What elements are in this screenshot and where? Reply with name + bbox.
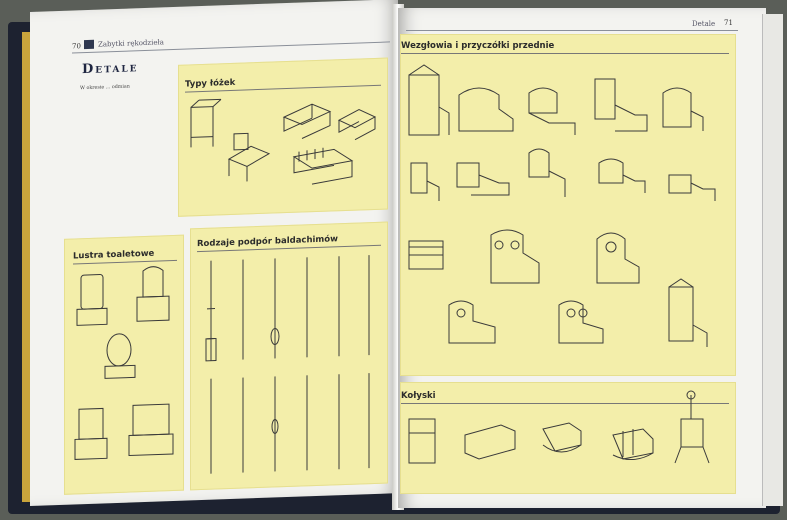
left-running-head: Zabytki rękodzieła — [98, 38, 164, 49]
intro-text: W okresie ... odmian — [80, 84, 130, 92]
left-page-number: 70 — [72, 42, 81, 51]
cradle-illustrations — [408, 390, 710, 464]
panel-headboards: Wezgłowia i przyczółki przednie — [400, 34, 736, 376]
right-page-number: 71 — [724, 19, 733, 27]
book-icon — [84, 39, 94, 50]
mirror-illustrations — [74, 266, 174, 460]
right-page: Detale 71 Wezgłowia i przyczółki przedni… — [398, 8, 766, 508]
panel-title-cradles: Kołyski — [401, 391, 436, 401]
panel-title-headboards: Wezgłowia i przyczółki przednie — [401, 41, 555, 51]
post-illustrations — [205, 255, 370, 474]
right-header-rule — [406, 30, 738, 31]
panel-bed-types: Typy łóżek — [178, 57, 388, 217]
panel-toilet-mirrors: Lustra toaletowe — [64, 234, 184, 495]
bed-illustrations — [190, 98, 377, 185]
section-title: Detale — [82, 60, 139, 78]
panel-rule — [401, 53, 729, 54]
headboard-illustrations — [408, 64, 716, 347]
left-page: 70 Zabytki rękodzieła Detale W okresie .… — [30, 0, 398, 506]
panel-rule — [401, 403, 729, 404]
panel-cradles: Kołyski — [400, 382, 736, 494]
right-running-head: Detale — [692, 20, 716, 28]
right-page-edges — [762, 14, 783, 506]
panel-canopy-supports: Rodzaje podpór baldachimów — [190, 221, 388, 491]
